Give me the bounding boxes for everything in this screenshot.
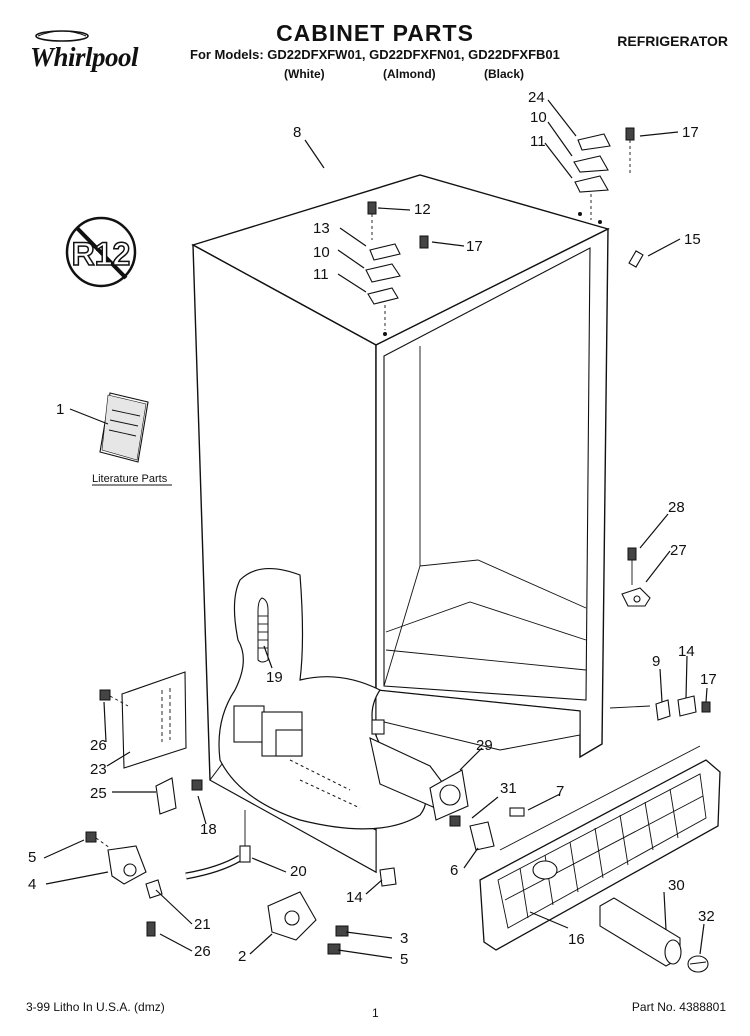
callout-2: 2 [238,948,246,965]
r12-badge-text: R12 [72,236,131,272]
callout-5: 5 [28,849,36,866]
callout-29: 29 [476,737,493,754]
footer-print-info: 3-99 Litho In U.S.A. (dmz) [26,1000,165,1014]
callout-28: 28 [668,499,685,516]
callout-7: 7 [556,783,564,800]
callout-14b: 14 [346,889,363,906]
callout-25: 25 [90,785,107,802]
callout-21: 21 [194,916,211,933]
callout-17: 17 [682,124,699,141]
front-leveler-left [85,831,163,899]
callout-26: 26 [90,737,107,754]
left-bracket [99,671,187,769]
callout-numbers: 8 24 10 11 17 12 13 10 17 11 15 1 28 27 … [28,89,717,968]
callout-3: 3 [400,930,408,947]
logo-swoosh-icon [35,30,89,42]
water-tube [146,810,251,937]
callout-14: 14 [678,643,695,660]
drain-tube [257,597,269,663]
page-title: CABINET PARTS [276,20,474,46]
callout-11: 11 [530,133,546,150]
footer-page-number: 1 [372,1006,379,1020]
leader-lines [43,99,708,959]
callout-17b: 17 [466,238,483,255]
callout-30: 30 [668,877,685,894]
callout-13: 13 [313,220,330,237]
callout-1: 1 [56,401,64,418]
callout-19: 19 [266,669,283,686]
top-hinge-right [573,127,635,224]
models-line: For Models: GD22DFXFW01, GD22DFXFN01, GD… [190,47,560,62]
door-stop-assembly [621,547,651,607]
callout-10: 10 [530,109,547,126]
callout-23: 23 [90,761,107,778]
brand-name: Whirlpool [30,42,139,72]
r12-badge: R12 [65,216,137,288]
callout-15: 15 [684,231,701,248]
callout-11b: 11 [313,266,329,283]
machine-compartment [233,705,361,809]
callout-4: 4 [28,876,36,893]
fan-duct [369,719,469,821]
callout-18: 18 [200,821,217,838]
callout-6: 6 [450,862,458,879]
callout-32: 32 [698,908,715,925]
callout-31: 31 [500,780,517,797]
color-black: (Black) [484,67,525,81]
color-white: (White) [284,67,325,81]
literature-booklet [99,392,149,463]
callout-12: 12 [414,201,431,218]
clip-and-screw [155,777,203,815]
literature-parts-label: Literature Parts [92,473,168,485]
grille-fasteners [449,807,525,851]
callout-16: 16 [568,931,585,948]
whirlpool-logo: Whirlpool [22,28,152,74]
callout-5b: 5 [400,951,408,968]
category-label: REFRIGERATOR [617,33,728,49]
callout-24: 24 [528,89,545,106]
toe-grille [479,745,721,951]
callout-8: 8 [293,124,301,141]
top-hinge-center [365,201,429,336]
front-leveler-right [267,891,349,955]
hinge-plug [628,250,644,268]
callout-26b: 26 [194,943,211,960]
lower-clip [379,867,397,887]
footer-part-number: Part No. 4388801 [631,1000,726,1014]
color-almond: (Almond) [383,67,436,81]
callout-17c: 17 [700,671,717,688]
callout-27: 27 [670,542,687,559]
callout-20: 20 [290,863,307,880]
water-filter [599,897,709,973]
lower-hinge-right [609,695,711,721]
callout-9: 9 [652,653,660,670]
callout-10b: 10 [313,244,330,261]
